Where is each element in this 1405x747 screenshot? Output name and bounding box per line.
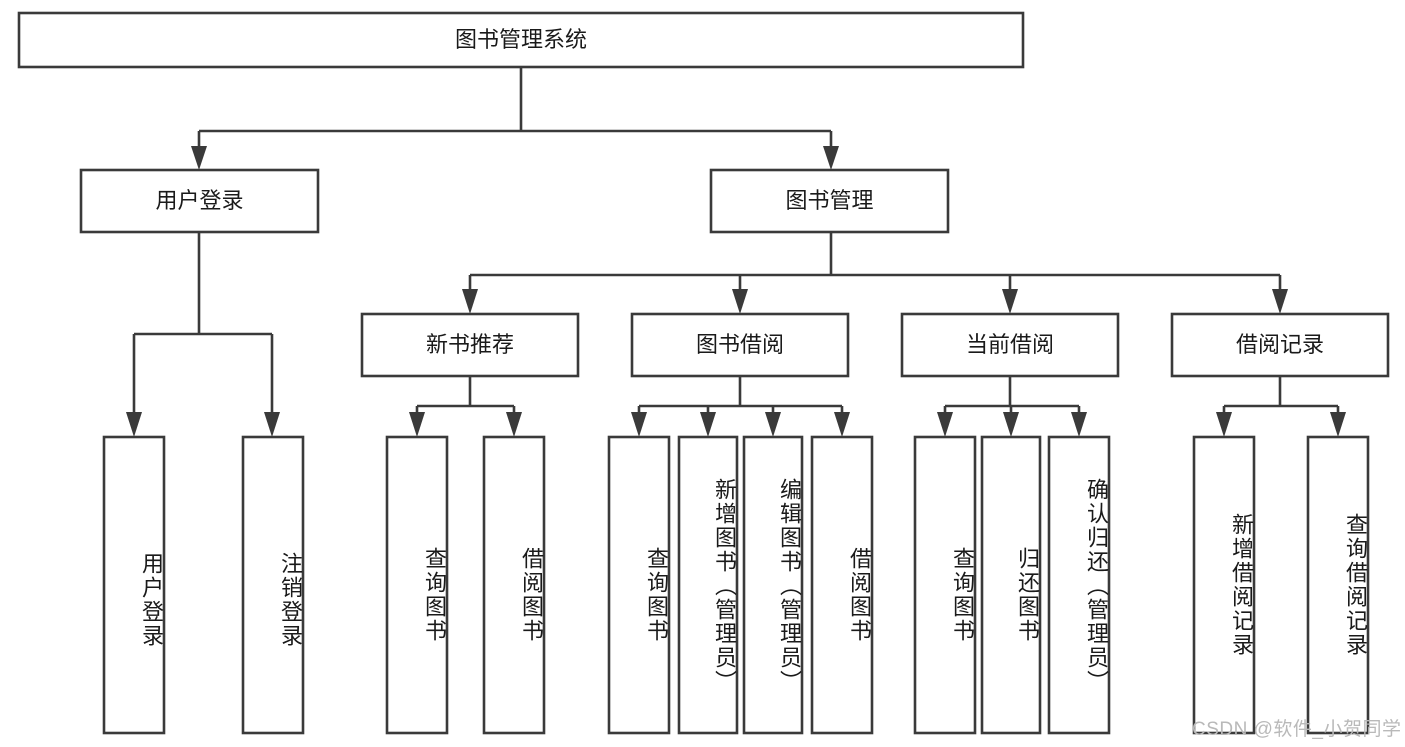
connector-book-borrow-to-leaves bbox=[631, 376, 850, 437]
leaf-box-query-book-b[interactable] bbox=[607, 435, 671, 735]
arrow-to-leaf-user-login bbox=[126, 412, 142, 437]
arrow-to-leaf-add-book bbox=[700, 412, 716, 437]
leaf-box-query-book-a[interactable] bbox=[385, 435, 449, 735]
node-root-book-management-system[interactable] bbox=[17, 11, 1025, 69]
node-new-book-recommend-label: 新书推荐 bbox=[426, 332, 514, 357]
arrow-to-leaf-edit-book bbox=[765, 412, 781, 437]
leaf-box-add-book[interactable] bbox=[677, 435, 739, 735]
node-new-book-recommend[interactable] bbox=[360, 312, 580, 378]
leaf-box-return-book[interactable] bbox=[980, 435, 1042, 735]
node-user-login-label: 用户登录 bbox=[155, 188, 243, 213]
connector-borrow-record-to-leaves bbox=[1216, 376, 1346, 437]
connector-user-login-to-leaves bbox=[126, 232, 280, 437]
leaf-box-user-login[interactable] bbox=[102, 435, 166, 735]
arrow-to-leaf-query-book-b bbox=[631, 412, 647, 437]
arrow-to-book-borrow bbox=[732, 289, 748, 314]
node-current-borrow[interactable] bbox=[900, 312, 1120, 378]
arrow-to-leaf-borrow-book-b bbox=[834, 412, 850, 437]
node-borrow-record[interactable] bbox=[1170, 312, 1390, 378]
csdn-watermark: CSDN @软件_小贺同学 bbox=[1192, 719, 1402, 740]
connector-book-management-to-level3 bbox=[462, 232, 1288, 314]
connector-new-book-recommend-to-leaves bbox=[409, 376, 522, 437]
arrow-to-leaf-query-record bbox=[1330, 412, 1346, 437]
leaf-box-borrow-book-b[interactable] bbox=[810, 435, 874, 735]
leaf-box-edit-book[interactable] bbox=[742, 435, 804, 735]
arrow-to-current-borrow bbox=[1002, 289, 1018, 314]
leaf-box-query-record[interactable] bbox=[1306, 435, 1370, 735]
node-root-label: 图书管理系统 bbox=[455, 27, 587, 52]
arrow-to-leaf-query-book-c bbox=[937, 412, 953, 437]
node-book-management-label: 图书管理 bbox=[785, 188, 873, 213]
arrow-to-leaf-query-book-a bbox=[409, 412, 425, 437]
node-book-management[interactable] bbox=[709, 168, 950, 234]
connector-root-to-level2 bbox=[191, 67, 839, 170]
connector-current-borrow-to-leaves bbox=[937, 376, 1087, 437]
arrow-to-leaf-logout bbox=[264, 412, 280, 437]
arrow-to-leaf-confirm-return bbox=[1071, 412, 1087, 437]
leaf-box-confirm-return[interactable] bbox=[1047, 435, 1111, 735]
arrow-to-new-book-recommend bbox=[462, 289, 478, 314]
arrow-to-leaf-return-book bbox=[1003, 412, 1019, 437]
leaf-box-add-record[interactable] bbox=[1192, 435, 1256, 735]
node-borrow-record-label: 借阅记录 bbox=[1236, 332, 1324, 357]
node-book-borrow-label: 图书借阅 bbox=[696, 332, 784, 357]
arrow-to-leaf-borrow-book-a bbox=[506, 412, 522, 437]
leaf-box-borrow-book-a[interactable] bbox=[482, 435, 546, 735]
leaf-box-query-book-c[interactable] bbox=[913, 435, 977, 735]
arrow-to-user-login bbox=[191, 146, 207, 170]
arrow-to-leaf-add-record bbox=[1216, 412, 1232, 437]
arrow-to-book-management bbox=[823, 146, 839, 170]
leaf-box-logout[interactable] bbox=[241, 435, 305, 735]
node-book-borrow[interactable] bbox=[630, 312, 850, 378]
node-user-login[interactable] bbox=[79, 168, 320, 234]
node-current-borrow-label: 当前借阅 bbox=[966, 332, 1054, 357]
arrow-to-borrow-record bbox=[1272, 289, 1288, 314]
